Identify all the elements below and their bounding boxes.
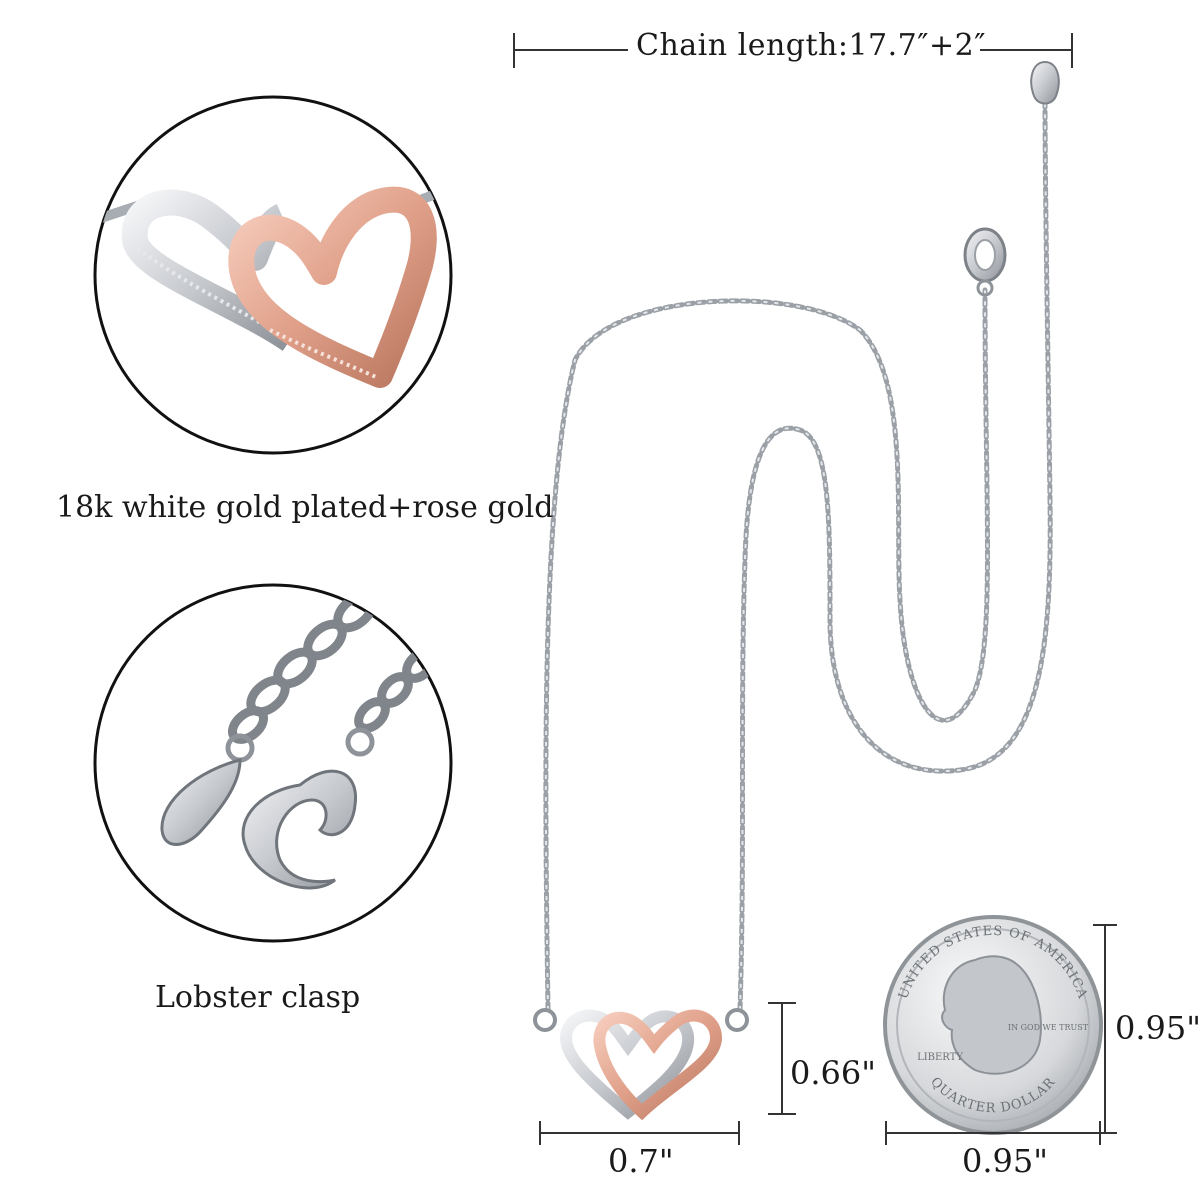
chain-length-label: Chain length:17.7″+2″ — [636, 28, 986, 63]
pendant-width-dimension — [539, 1121, 740, 1145]
pendant-height-label: 0.66" — [790, 1054, 876, 1092]
pendant-hearts — [533, 1008, 749, 1121]
extender-tag — [1030, 60, 1060, 105]
chain-link-highlights — [544, 89, 1052, 1011]
clasp-detail-circle — [93, 583, 453, 943]
material-caption: 18k white gold plated+rose gold — [56, 490, 554, 525]
coin-height-label: 0.95" — [1115, 1009, 1200, 1047]
heart-detail-circle — [93, 95, 453, 455]
coin-width-label: 0.95" — [962, 1142, 1048, 1180]
necklace-chain — [543, 87, 1053, 1013]
pendant-height-dimension — [768, 1002, 796, 1115]
clasp-caption: Lobster clasp — [155, 980, 361, 1015]
coin-width-dimension — [885, 1121, 1101, 1145]
pendant-width-label: 0.7" — [608, 1142, 674, 1180]
quarter-coin — [883, 915, 1103, 1135]
lobster-clasp-on-chain — [963, 227, 1007, 297]
chain-length-dimension — [513, 33, 1073, 68]
